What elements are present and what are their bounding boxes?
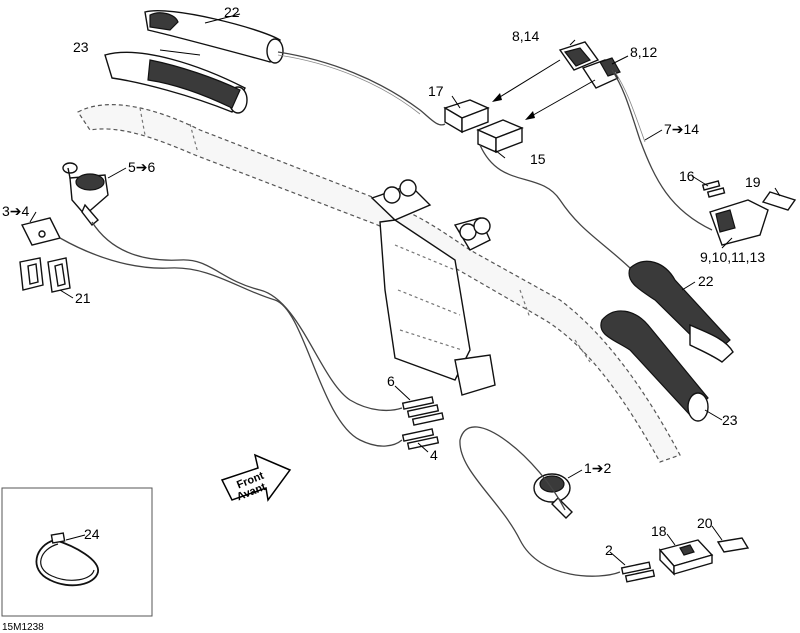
clamps-21[interactable] — [19, 257, 71, 293]
handlebar-riser — [370, 179, 496, 396]
label-16[interactable]: 16 — [679, 168, 695, 184]
terminals-4[interactable] — [401, 428, 440, 450]
label-3-4[interactable]: 3➔4 — [2, 203, 30, 219]
front-direction-arrow: Front Avant — [220, 453, 292, 503]
connector-8-14[interactable] — [558, 41, 600, 71]
connector-housing-18[interactable] — [658, 539, 714, 576]
label-1-2[interactable]: 1➔2 — [584, 460, 612, 476]
terminals-6[interactable] — [401, 396, 445, 426]
terminals-16[interactable] — [701, 180, 726, 198]
grip-23-right[interactable] — [600, 310, 709, 422]
label-8-12[interactable]: 8,12 — [630, 44, 657, 60]
label-20[interactable]: 20 — [697, 515, 713, 531]
label-18[interactable]: 18 — [651, 523, 667, 539]
label-4[interactable]: 4 — [430, 447, 438, 463]
label-22-right[interactable]: 22 — [698, 273, 714, 289]
switch-3-4[interactable] — [20, 217, 62, 246]
part-labels: 22 23 8,14 8,12 17 15 7➔14 5➔6 3➔4 21 16… — [2, 4, 765, 558]
label-22-top[interactable]: 22 — [224, 4, 240, 20]
connector-8-12[interactable] — [581, 57, 621, 89]
grip-heater-22-top[interactable] — [144, 10, 284, 64]
leader-lines — [29, 13, 781, 566]
wiring-harness — [59, 51, 713, 577]
label-5-6[interactable]: 5➔6 — [128, 159, 156, 175]
figure-code: 15M1238 — [2, 622, 44, 633]
label-19[interactable]: 19 — [745, 174, 761, 190]
label-23-top[interactable]: 23 — [73, 39, 89, 55]
grip-heater-22-right[interactable] — [628, 260, 734, 363]
lock-19[interactable] — [761, 191, 797, 211]
label-7-14[interactable]: 7➔14 — [664, 121, 699, 137]
relay-15[interactable] — [476, 119, 524, 154]
label-15[interactable]: 15 — [530, 151, 546, 167]
label-23-right[interactable]: 23 — [722, 412, 738, 428]
switch-1-2[interactable] — [533, 473, 573, 519]
terminals-2[interactable] — [620, 561, 656, 583]
label-9-10-11-13[interactable]: 9,10,11,13 — [700, 249, 765, 265]
label-24[interactable]: 24 — [84, 526, 100, 542]
tie-24[interactable] — [35, 532, 99, 587]
label-6[interactable]: 6 — [387, 373, 395, 389]
handlebar — [77, 104, 681, 463]
switch-5-6[interactable] — [62, 162, 109, 227]
harness-connector-9-13[interactable] — [709, 199, 769, 246]
grip-23-top[interactable] — [104, 51, 248, 114]
label-21[interactable]: 21 — [75, 290, 91, 306]
label-8-14[interactable]: 8,14 — [512, 28, 539, 44]
inset-box — [1, 487, 153, 617]
label-2[interactable]: 2 — [605, 542, 613, 558]
lock-20[interactable] — [716, 537, 750, 553]
relay-17[interactable] — [443, 99, 490, 134]
label-17[interactable]: 17 — [428, 83, 444, 99]
